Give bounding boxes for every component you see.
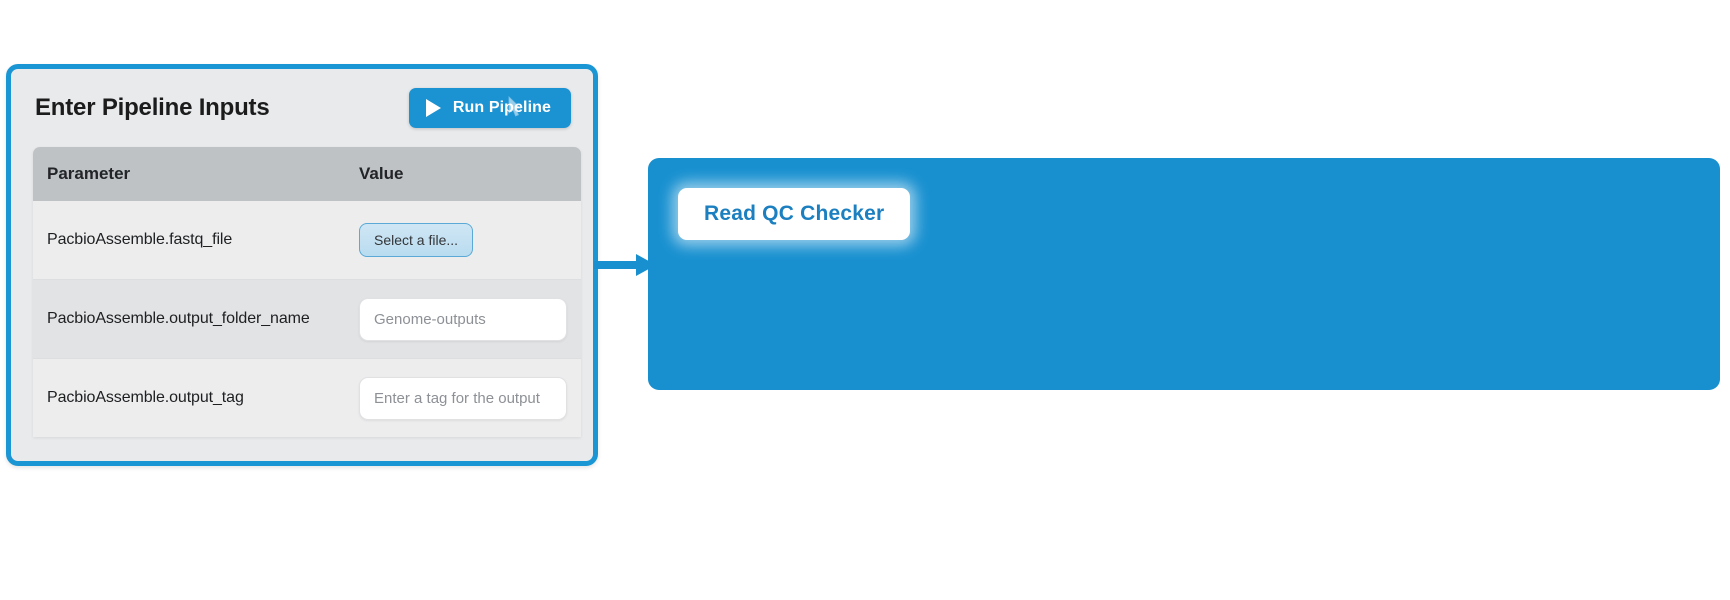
parameters-table: Parameter Value PacbioAssemble.fastq_fil… (33, 147, 581, 437)
table-row: PacbioAssemble.output_folder_name (33, 280, 581, 359)
pipeline-inputs-header: Enter Pipeline Inputs Run Pipeline (11, 69, 593, 147)
pipeline-inputs-card-body: Enter Pipeline Inputs Run Pipeline Param… (11, 69, 593, 461)
parameter-value-cell (355, 376, 581, 420)
arrow-right-icon (594, 254, 656, 276)
column-header-parameter: Parameter (47, 164, 131, 183)
parameter-name-fastq-file: PacbioAssemble.fastq_file (47, 231, 233, 248)
pipeline-inputs-card: Enter Pipeline Inputs Run Pipeline Param… (6, 64, 598, 466)
table-header-row: Parameter Value (33, 147, 581, 201)
output-tag-input[interactable] (359, 376, 567, 420)
column-header-value: Value (359, 164, 404, 183)
table-row: PacbioAssemble.fastq_file Select a file.… (33, 201, 581, 280)
run-pipeline-button[interactable]: Run Pipeline (408, 88, 571, 128)
parameter-value-cell: Select a file... (355, 223, 581, 257)
page-title: Enter Pipeline Inputs (35, 94, 270, 121)
read-qc-checker-panel[interactable]: Read QC Checker (648, 158, 1720, 390)
parameter-value-cell (355, 297, 581, 341)
table-row: PacbioAssemble.output_tag (33, 359, 581, 437)
parameter-name-output-tag: PacbioAssemble.output_tag (47, 389, 244, 406)
play-icon (425, 99, 441, 117)
parameter-name-output-folder-name: PacbioAssemble.output_folder_name (47, 310, 310, 327)
run-pipeline-label: Run Pipeline (452, 99, 551, 116)
output-folder-name-input[interactable] (359, 297, 567, 341)
select-file-button[interactable]: Select a file... (359, 223, 474, 257)
read-qc-checker-node[interactable]: Read QC Checker (678, 188, 911, 240)
